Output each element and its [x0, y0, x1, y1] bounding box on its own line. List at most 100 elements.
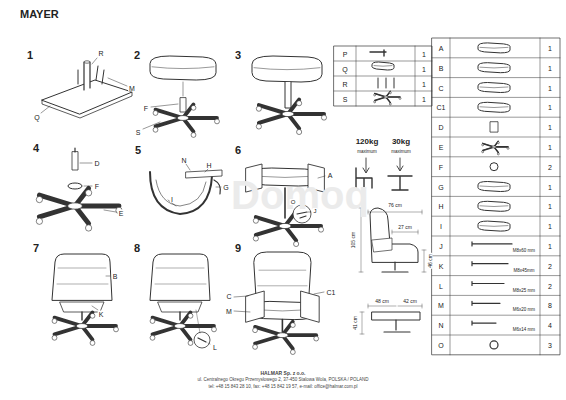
drawing-stroke	[92, 306, 98, 310]
drawing-stroke	[472, 242, 512, 246]
drawing-stroke	[108, 78, 127, 86]
drawing-stroke	[422, 272, 426, 273]
drawing-stroke	[432, 255, 560, 256]
base-hub	[68, 203, 83, 209]
part-letter: R	[97, 50, 104, 57]
table-cell: E	[439, 143, 444, 150]
table-cell: D	[438, 124, 443, 131]
drawing-stroke	[540, 38, 541, 355]
drawing-circle	[253, 236, 258, 241]
drawing-stroke	[382, 271, 408, 272]
drawing-circle	[253, 345, 258, 350]
drawing-stroke	[395, 320, 396, 330]
weight-limit: 30kg	[392, 138, 410, 146]
drawing-stroke	[480, 106, 508, 108]
part-letter: M	[225, 308, 233, 315]
drawing-stroke	[478, 221, 510, 231]
drawing-stroke	[84, 186, 92, 187]
drawing-stroke	[370, 208, 418, 262]
step-number: 8	[134, 243, 140, 254]
part-letter: N	[180, 157, 187, 164]
drawing-stroke	[432, 156, 560, 157]
table-cell: L	[439, 282, 443, 289]
table-cell: 4	[548, 322, 552, 329]
drawing-stroke	[57, 268, 108, 284]
weight-limit: 120kg	[356, 138, 379, 146]
table-cell: P	[343, 50, 348, 57]
part-letter: D	[93, 160, 100, 167]
table-cell: S	[343, 95, 348, 102]
drawing-stroke	[252, 56, 322, 82]
table-cell: M	[438, 302, 444, 309]
drawing-circle	[297, 129, 302, 134]
drawing-stroke	[186, 170, 222, 178]
drawing-stroke	[92, 58, 97, 64]
drawing-stroke	[372, 62, 394, 70]
drawing-stroke	[392, 230, 393, 234]
table-cell: 1	[422, 80, 426, 87]
drawing-stroke	[314, 292, 324, 294]
drawing-stroke	[478, 43, 510, 53]
column-top	[84, 61, 90, 63]
drawing-circle	[490, 163, 498, 171]
table-cell: N	[438, 322, 443, 329]
part-letter: J	[313, 208, 318, 214]
drawing-stroke	[78, 70, 79, 84]
drawing-stroke	[432, 216, 560, 217]
part-letter: C1	[326, 289, 337, 296]
drawing-stroke	[152, 67, 214, 69]
drawing-stroke	[362, 312, 363, 334]
drawing-stroke	[432, 176, 560, 177]
drawing-stroke	[372, 238, 392, 252]
drawing-stroke	[432, 315, 560, 316]
drawing-stroke	[106, 276, 110, 277]
footer-text: HALMAR Sp. z o.o.	[261, 371, 306, 376]
drawing-stroke	[254, 68, 320, 70]
drawing-circle	[253, 328, 258, 333]
drawing-circle	[194, 332, 210, 348]
step-number: 3	[235, 50, 241, 61]
part-letter: F	[143, 105, 149, 112]
table-cell: 1	[548, 223, 552, 230]
drawing-circle	[191, 105, 196, 110]
drawing-circle	[191, 133, 196, 138]
drawing-stroke	[424, 250, 425, 272]
drawing-circle	[153, 111, 158, 116]
drawing-circle	[290, 350, 295, 355]
drawing-stroke	[359, 272, 363, 273]
drawing-circle	[188, 341, 193, 346]
part-letter: B	[112, 273, 119, 280]
drawing-stroke	[282, 320, 284, 333]
step-number: 9	[235, 243, 241, 254]
drawing-circle	[90, 341, 95, 346]
drawing-stroke	[432, 335, 560, 336]
dimension: 27 cm	[397, 225, 413, 230]
table-cell: 2	[548, 282, 552, 289]
drawing-stroke	[96, 66, 98, 80]
drawing-stroke	[74, 148, 75, 152]
drawing-stroke	[151, 104, 178, 107]
drawing-stroke	[234, 311, 250, 312]
table-cell: C	[438, 84, 443, 91]
drawing-stroke	[374, 65, 392, 67]
drawing-circle	[497, 142, 499, 144]
drawing-stroke	[432, 97, 560, 98]
part-letter: C	[225, 293, 232, 300]
watermark: Domoq	[231, 175, 369, 215]
table-cell: 1	[422, 95, 426, 102]
drawing-stroke	[155, 268, 206, 284]
drawing-stroke	[432, 117, 560, 118]
drawing-circle	[114, 327, 119, 332]
drawing-circle	[85, 225, 91, 231]
drawing-stroke	[334, 76, 432, 77]
drawing-stroke	[422, 210, 423, 214]
table-cell: I	[440, 223, 442, 230]
drawing-stroke	[478, 83, 510, 93]
drawing-stroke	[422, 250, 426, 251]
drawing-stroke	[258, 285, 307, 286]
drawing-circle	[36, 196, 42, 202]
drawing-circle	[212, 327, 217, 332]
drawing-stroke	[422, 304, 423, 308]
drawing-circle	[294, 241, 299, 246]
table-cell: G	[438, 183, 443, 190]
